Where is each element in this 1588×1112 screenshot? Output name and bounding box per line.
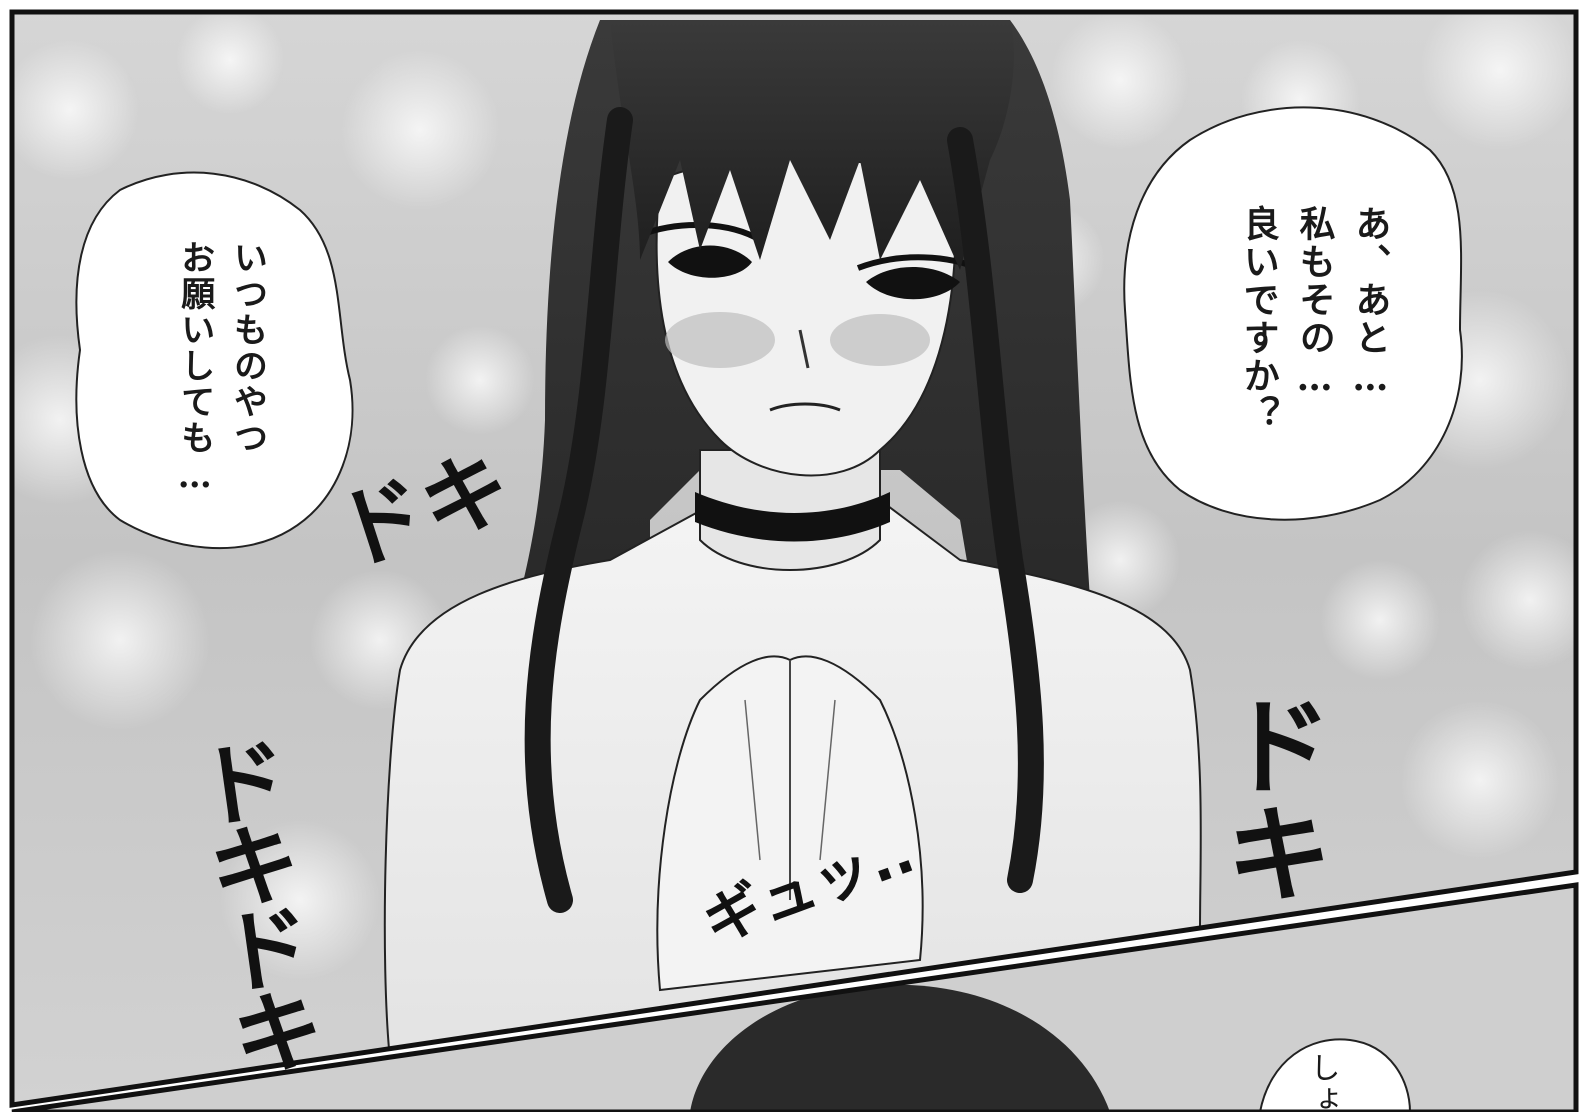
speech-bubble-bottom: しょ xyxy=(1298,1052,1345,1112)
sfx-doki-right: ドキ xyxy=(1207,690,1332,906)
bubble-right-line-2: 私もその… xyxy=(1293,205,1336,401)
bottom-panel-border xyxy=(11,882,1579,1112)
bottom-bubble-shape xyxy=(1258,1038,1412,1112)
neck xyxy=(699,449,881,571)
bubble-right-line-3: 良いですか？ xyxy=(1237,205,1280,433)
speech-bubble-left: いつものやつ お願いしても… xyxy=(168,240,273,498)
speech-bubble-left-shape xyxy=(75,171,354,550)
speech-bubble-right-shape xyxy=(1123,106,1463,521)
speech-bubble-right: あ、あと… 私もその… 良いですか？ xyxy=(1230,205,1397,433)
bottom-hair xyxy=(690,984,1110,1112)
bubble-left-line-2: お願いしても… xyxy=(174,240,215,498)
right-eye xyxy=(866,267,960,300)
bubble-left-line-1: いつものやつ xyxy=(227,240,268,456)
left-eye xyxy=(668,245,752,278)
bubble-bottom-text: しょ xyxy=(1304,1052,1340,1112)
top-panel-border xyxy=(9,9,1579,1108)
choker xyxy=(695,492,890,542)
bubble-right-line-1: あ、あと… xyxy=(1349,205,1392,401)
hair-bangs xyxy=(610,20,1014,270)
